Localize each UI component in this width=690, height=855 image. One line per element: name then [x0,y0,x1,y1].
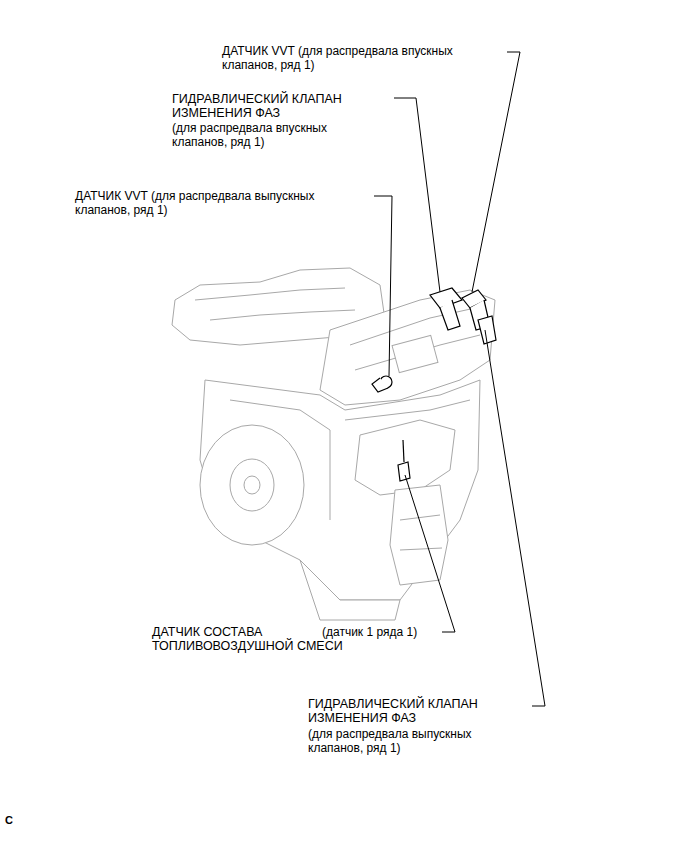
part-note: (датчик 1 ряда 1) [322,625,417,639]
figure-code: C [5,813,13,827]
part-label: ГИДРАВЛИЧЕСКИЙ КЛАПАН ИЗМЕНЕНИЯ ФАЗ [172,92,372,120]
part-note: (для распредвала впускных клапанов, ряд … [172,121,357,149]
part-note: (для распредвала выпускных клапанов, ряд… [308,727,508,755]
part-label: ГИДРАВЛИЧЕСКИЙ КЛАПАН ИЗМЕНЕНИЯ ФАЗ [308,697,508,725]
part-label: ДАТЧИК VVT (для распредвала впускных кла… [222,44,492,72]
part-label: ДАТЧИК VVT (для распредвала выпускных кл… [75,189,345,217]
